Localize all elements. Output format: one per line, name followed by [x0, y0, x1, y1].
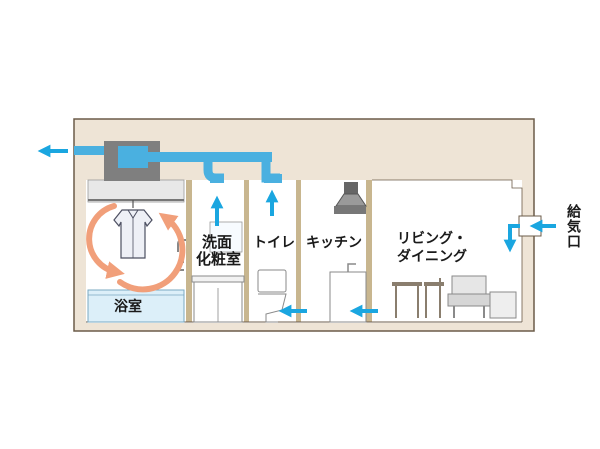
toilet-icon: [257, 269, 287, 323]
exhaust-duct: [74, 141, 282, 183]
dining-chair-icon: [392, 278, 444, 318]
partition-kitchen-living: [366, 180, 372, 322]
label-washroom-line2: 化粧室: [196, 250, 242, 268]
label-living-line1: リビング・: [397, 231, 467, 247]
label-washroom-line1: 洗面: [202, 233, 233, 251]
supply-in-arrow: [503, 224, 520, 253]
bath-ceiling-panel: [87, 179, 185, 203]
label-kitchen: キッチン: [306, 235, 362, 251]
kitchen-faucet-icon: [347, 263, 356, 272]
circulation-arrow-right: [117, 212, 186, 293]
label-toilet: トイレ: [253, 235, 295, 251]
label-supply-inlet: 給気口: [565, 204, 581, 249]
circulation-arrow-left: [86, 203, 125, 279]
kitchen-counter: [329, 271, 367, 323]
sofa-icon: [447, 275, 517, 319]
vanity-top: [191, 275, 245, 283]
label-bathroom: 浴室: [114, 299, 142, 315]
partition-wash-toilet: [244, 180, 249, 322]
mirror: [209, 221, 243, 253]
label-living-line2: ダイニング: [397, 249, 467, 265]
partition-bath-wash: [186, 180, 192, 322]
partition-toilet-kitchen: [296, 180, 301, 322]
range-hood-icon: [334, 182, 367, 214]
shirt-icon: [113, 200, 153, 259]
